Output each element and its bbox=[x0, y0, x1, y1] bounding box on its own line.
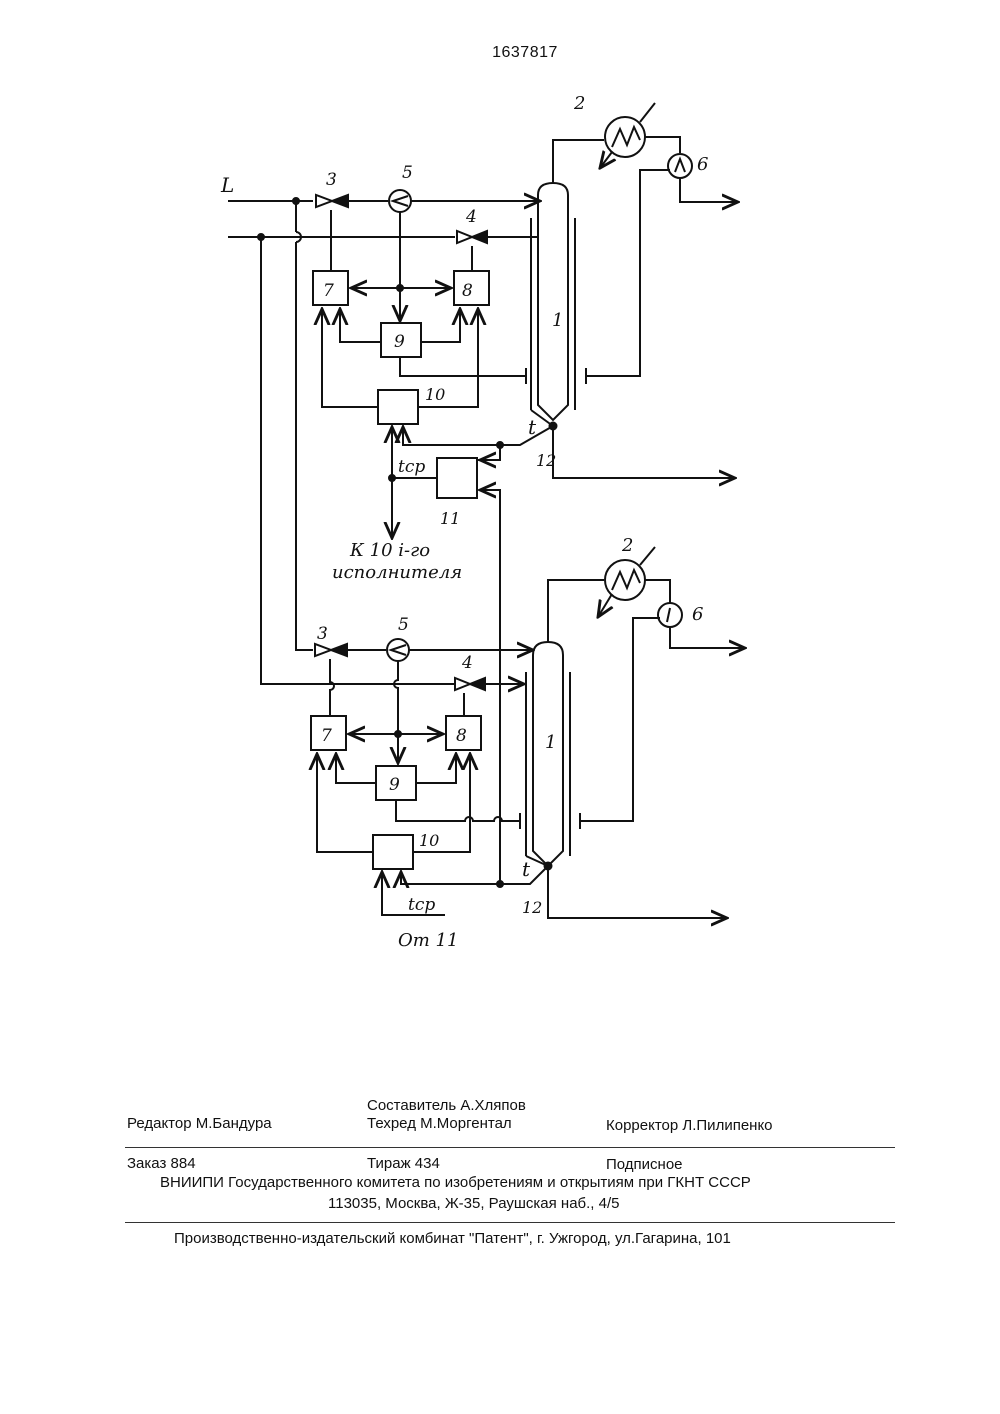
condenser-2-label: 2 bbox=[573, 93, 585, 114]
institute-address: 113035, Москва, Ж-35, Раушская наб., 4/5 bbox=[328, 1195, 620, 1212]
controller-10-lower bbox=[373, 835, 413, 869]
editor-credit: Редактор М.Бандура bbox=[127, 1115, 272, 1132]
divider-bottom bbox=[125, 1222, 895, 1223]
flowmeter-5-icon bbox=[389, 190, 411, 212]
pump-6-lower-icon bbox=[658, 603, 682, 627]
pump-6-icon bbox=[668, 154, 692, 178]
techred-credit: Техред М.Моргентал bbox=[367, 1115, 512, 1132]
flowmeter-5-lower-icon bbox=[387, 639, 409, 661]
note-to-executor-2: исполнителя bbox=[332, 562, 462, 583]
condenser-2-lower-icon bbox=[598, 547, 655, 617]
t-avg-lower-label: tср bbox=[408, 895, 435, 915]
pump-6-label: 6 bbox=[697, 154, 708, 175]
valve-3-lower-icon bbox=[315, 644, 347, 656]
divider-top bbox=[125, 1147, 895, 1148]
column-1-lower-label: 1 bbox=[545, 732, 556, 753]
subscription-note: Подписное bbox=[606, 1156, 683, 1173]
flowmeter-5-label: 5 bbox=[402, 163, 413, 183]
distillation-column-1-lower bbox=[526, 642, 570, 866]
condenser-2-icon bbox=[600, 103, 655, 168]
valve-3-label: 3 bbox=[326, 170, 337, 190]
note-from-averager: От 11 bbox=[398, 930, 458, 951]
valve-4-lower-icon bbox=[455, 678, 485, 690]
circulation: Тираж 434 bbox=[367, 1155, 440, 1172]
outlet-12-lower-label: 12 bbox=[522, 898, 542, 917]
valve-4-icon bbox=[457, 231, 487, 243]
lower-unit: 3 5 4 1 2 bbox=[261, 237, 745, 951]
outlet-12-label: 12 bbox=[536, 451, 556, 470]
computer-9-lower-label: 9 bbox=[389, 775, 400, 795]
compiler-credit: Составитель А.Хляпов bbox=[367, 1097, 526, 1114]
valve-4-label: 4 bbox=[465, 207, 477, 227]
pump-6-lower-label: 6 bbox=[692, 604, 703, 625]
flowmeter-5-lower-label: 5 bbox=[398, 615, 409, 635]
distillation-column-1 bbox=[531, 183, 575, 426]
valve-3-lower-label: 3 bbox=[317, 624, 328, 644]
controller-10-lower-label: 10 bbox=[419, 831, 439, 850]
order-number: Заказ 884 bbox=[127, 1155, 196, 1172]
regulator-8-lower-label: 8 bbox=[456, 726, 467, 746]
regulator-7-label: 7 bbox=[323, 281, 334, 301]
note-to-executor-1: К 10 i-го bbox=[349, 540, 430, 561]
valve-3-icon bbox=[316, 195, 348, 207]
process-flow-diagram: L 3 5 4 1 bbox=[0, 0, 1000, 1000]
regulator-7-lower-label: 7 bbox=[321, 726, 332, 746]
averager-11 bbox=[437, 458, 477, 498]
printer-info: Производственно-издательский комбинат "П… bbox=[174, 1230, 731, 1247]
controller-10-label: 10 bbox=[425, 385, 445, 404]
condenser-2-lower-label: 2 bbox=[621, 535, 633, 556]
regulator-8-label: 8 bbox=[462, 281, 473, 301]
upper-unit: L 3 5 4 1 bbox=[220, 93, 738, 650]
valve-4-lower-label: 4 bbox=[461, 653, 473, 673]
temperature-t-lower-label: t bbox=[522, 857, 531, 881]
corrector-credit: Корректор Л.Пилипенко bbox=[606, 1117, 773, 1134]
controller-10 bbox=[378, 390, 418, 424]
computer-9-label: 9 bbox=[394, 332, 405, 352]
averager-11-label: 11 bbox=[440, 509, 460, 528]
input-label: L bbox=[220, 173, 234, 197]
institute-name: ВНИИПИ Государственного комитета по изоб… bbox=[160, 1174, 751, 1191]
column-1-label: 1 bbox=[552, 310, 563, 331]
t-avg-upper-label: tср bbox=[398, 457, 425, 477]
